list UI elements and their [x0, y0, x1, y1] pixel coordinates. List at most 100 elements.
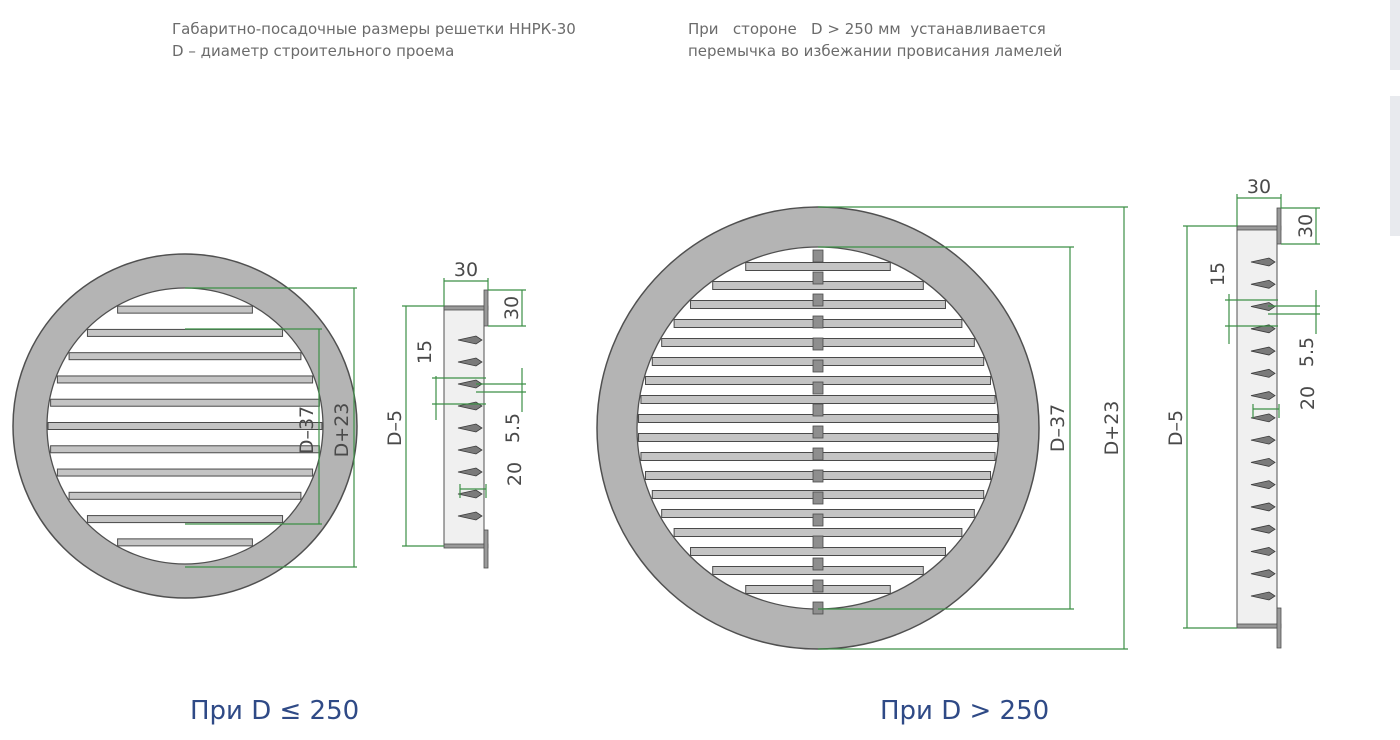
- small-side-top-flange-lip: [483, 289, 489, 327]
- slat: [68, 352, 302, 361]
- large-depth-label: 20: [1297, 386, 1319, 410]
- bridge-segment: [812, 447, 824, 461]
- small-side-bottom-flange: [443, 543, 489, 549]
- fin: [1250, 502, 1276, 512]
- large-side-dims: 30 30 15 5.5 20 D–5: [1165, 176, 1320, 629]
- fin: [1250, 346, 1276, 356]
- note-left-line-2: D – диаметр строительного проема: [172, 42, 455, 60]
- bridge-segment: [812, 359, 824, 373]
- fin: [1250, 391, 1276, 401]
- bridge-segment: [812, 469, 824, 483]
- large-side-fins: [1250, 257, 1276, 601]
- large-flange-height-label: 30: [1295, 214, 1317, 238]
- fin: [1250, 413, 1276, 423]
- slat: [47, 422, 323, 430]
- fin: [457, 467, 483, 477]
- note-right-line-2: перемычка во избежании провисания ламеле…: [688, 42, 1063, 60]
- fin: [1250, 569, 1276, 579]
- large-dim-outer-label: D+23: [1101, 401, 1123, 456]
- bridge-segment: [812, 381, 824, 395]
- note-right-line-1: При стороне D > 250 мм устанавливается: [688, 20, 1046, 38]
- slat: [640, 395, 996, 404]
- bridge-segment: [812, 337, 824, 351]
- small-side-dims: 30 30 15 5.5 20 D–5: [384, 259, 526, 547]
- bridge-segment: [812, 557, 824, 571]
- bridge-segment: [812, 271, 824, 285]
- bridge-segment: [812, 601, 824, 615]
- large-gap-label: 5.5: [1296, 337, 1318, 367]
- fin: [1250, 435, 1276, 445]
- fin: [457, 445, 483, 455]
- small-flange-height-label: 30: [501, 296, 523, 320]
- small-depth-label: 20: [504, 462, 526, 486]
- caption-small-grille: При D ≤ 250: [190, 696, 360, 726]
- bridge-segment: [812, 403, 824, 417]
- note-left: Габаритно-посадочные размеры решетки ННР…: [172, 18, 576, 62]
- small-side-top-flange: [443, 305, 489, 311]
- fin: [1250, 257, 1276, 267]
- bridge-segment: [812, 293, 824, 307]
- large-grille-side-view: [1236, 207, 1282, 649]
- small-grille-side-view: [443, 289, 489, 569]
- small-dim-inner-label: D–37: [296, 406, 318, 454]
- small-slats: [47, 305, 323, 547]
- note-right: При стороне D > 250 мм устанавливается п…: [688, 18, 1062, 62]
- slat: [50, 398, 320, 407]
- slat: [117, 305, 253, 314]
- small-dim-vertical: D–37 D+23: [185, 287, 357, 568]
- fin: [457, 423, 483, 433]
- large-side-top-flange-lip: [1276, 207, 1282, 245]
- slat: [68, 491, 302, 500]
- large-side-body: [1236, 225, 1278, 629]
- large-side-top-flange: [1236, 225, 1282, 231]
- fin: [1250, 524, 1276, 534]
- edge-segment: [1390, 96, 1400, 236]
- bridge-segment: [812, 535, 824, 549]
- large-side-bottom-flange-lip: [1276, 607, 1282, 649]
- large-grille-front-view: [596, 206, 1040, 650]
- slat: [690, 547, 946, 556]
- large-center-bridge: [812, 249, 824, 615]
- small-top-flange-label: 30: [454, 259, 478, 281]
- note-left-line-1: Габаритно-посадочные размеры решетки ННР…: [172, 20, 576, 38]
- bridge-segment: [812, 513, 824, 527]
- slat: [673, 528, 963, 537]
- caption-large-grille: При D > 250: [880, 696, 1050, 726]
- fin: [1250, 279, 1276, 289]
- slat: [56, 468, 314, 477]
- small-gap-label: 5.5: [502, 413, 524, 443]
- small-grille-front-view: [12, 253, 358, 599]
- slat: [56, 375, 314, 384]
- fin: [1250, 457, 1276, 467]
- slat: [50, 445, 320, 454]
- large-top-flange-label: 30: [1247, 176, 1271, 198]
- bridge-segment: [812, 579, 824, 593]
- bridge-segment: [812, 315, 824, 329]
- fin: [457, 335, 483, 345]
- bridge-segment: [812, 425, 824, 439]
- slat: [117, 538, 253, 547]
- slat: [745, 262, 891, 271]
- edge-segment: [1390, 0, 1400, 70]
- fin: [457, 357, 483, 367]
- right-edge-strip: [1386, 0, 1400, 740]
- large-body-label: D–5: [1165, 410, 1187, 446]
- small-pitch-label: 15: [414, 340, 436, 364]
- bridge-segment: [812, 491, 824, 505]
- large-dim-inner-label: D–37: [1047, 404, 1069, 452]
- large-side-bottom-flange: [1236, 623, 1282, 629]
- small-dim-outer-label: D+23: [331, 403, 353, 458]
- bridge-segment: [812, 249, 824, 263]
- fin: [1250, 547, 1276, 556]
- fin: [457, 489, 483, 499]
- small-body-label: D–5: [384, 410, 406, 446]
- slat: [86, 515, 284, 524]
- small-side-bottom-flange-lip: [483, 529, 489, 569]
- slat: [86, 328, 284, 337]
- fin: [457, 511, 483, 521]
- fin: [1250, 591, 1276, 601]
- large-pitch-label: 15: [1207, 262, 1229, 286]
- fin: [1250, 368, 1276, 378]
- fin: [1250, 480, 1276, 490]
